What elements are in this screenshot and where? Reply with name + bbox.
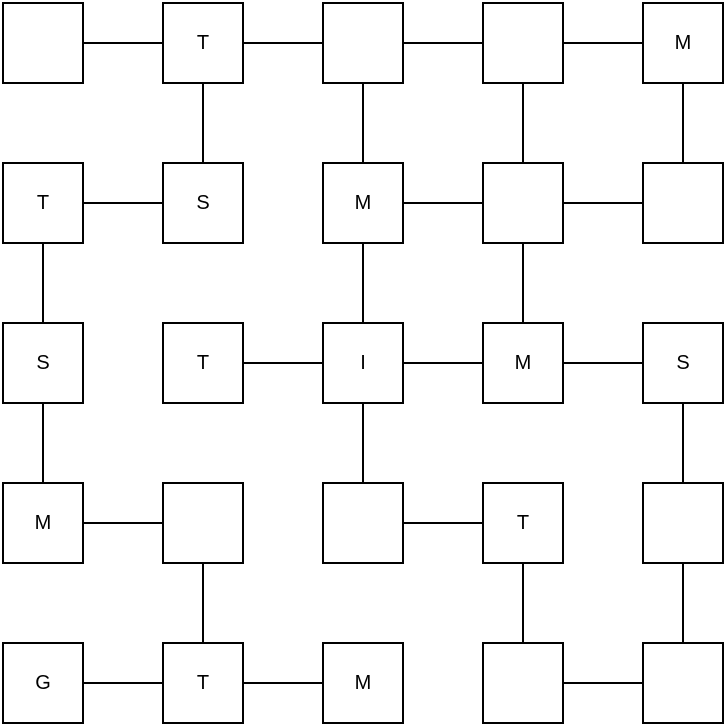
box-outline bbox=[322, 322, 404, 404]
box-outline bbox=[642, 482, 724, 564]
box-outline bbox=[2, 2, 84, 84]
grid-box: S bbox=[2, 322, 84, 404]
box-outline bbox=[162, 642, 244, 724]
box-outline bbox=[642, 642, 724, 724]
box-label: M bbox=[355, 192, 372, 214]
box-outline bbox=[642, 322, 724, 404]
grid-box bbox=[162, 482, 244, 564]
grid-box: M bbox=[642, 2, 724, 84]
connection-lines bbox=[42, 42, 684, 684]
box-label: M bbox=[675, 32, 692, 54]
grid-box: T bbox=[482, 482, 564, 564]
box-outline bbox=[322, 482, 404, 564]
box-label: S bbox=[196, 192, 209, 214]
box-outline bbox=[2, 162, 84, 244]
grid-box: G bbox=[2, 642, 84, 724]
box-label: I bbox=[360, 352, 366, 374]
box-outline bbox=[642, 162, 724, 244]
box-outline bbox=[162, 482, 244, 564]
box-label: T bbox=[517, 512, 529, 534]
grid-box: I bbox=[322, 322, 404, 404]
box-label: T bbox=[197, 32, 209, 54]
box-label: S bbox=[36, 352, 49, 374]
box-label: T bbox=[197, 672, 209, 694]
grid-box bbox=[642, 642, 724, 724]
box-label: M bbox=[515, 352, 532, 374]
grid-box: M bbox=[322, 642, 404, 724]
box-outline bbox=[642, 2, 724, 84]
box-outline bbox=[162, 2, 244, 84]
box-outline bbox=[162, 322, 244, 404]
box-outline bbox=[162, 162, 244, 244]
box-label: T bbox=[197, 352, 209, 374]
box-label: M bbox=[355, 672, 372, 694]
grid-box bbox=[322, 2, 404, 84]
box-outline bbox=[482, 2, 564, 84]
grid-box: M bbox=[482, 322, 564, 404]
grid-box: S bbox=[642, 322, 724, 404]
grid-box: T bbox=[2, 162, 84, 244]
box-outline bbox=[2, 642, 84, 724]
box-outline bbox=[322, 2, 404, 84]
box-outline bbox=[482, 642, 564, 724]
box-label: S bbox=[676, 352, 689, 374]
grid-box bbox=[482, 2, 564, 84]
grid-box: M bbox=[322, 162, 404, 244]
grid-box bbox=[2, 2, 84, 84]
grid-box: M bbox=[2, 482, 84, 564]
box-outline bbox=[322, 642, 404, 724]
box-label: M bbox=[35, 512, 52, 534]
grid-box bbox=[642, 162, 724, 244]
box-outline bbox=[482, 322, 564, 404]
grid-box bbox=[642, 482, 724, 564]
box-outline bbox=[2, 322, 84, 404]
grid-box: T bbox=[162, 322, 244, 404]
box-outline bbox=[482, 162, 564, 244]
box-label: T bbox=[37, 192, 49, 214]
grid-box bbox=[322, 482, 404, 564]
grid-box bbox=[482, 642, 564, 724]
grid-box: T bbox=[162, 2, 244, 84]
grid-box: T bbox=[162, 642, 244, 724]
grid-box: S bbox=[162, 162, 244, 244]
box-outline bbox=[2, 482, 84, 564]
box-outline bbox=[482, 482, 564, 564]
box-label: G bbox=[35, 672, 51, 694]
grid-box bbox=[482, 162, 564, 244]
box-outline bbox=[322, 162, 404, 244]
